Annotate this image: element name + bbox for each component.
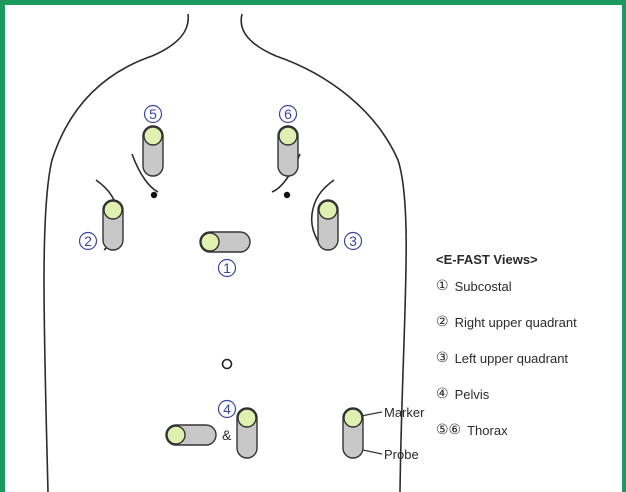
position-numbers bbox=[80, 106, 362, 418]
legend-label: Thorax bbox=[467, 423, 507, 438]
probe-2 bbox=[103, 200, 123, 250]
legend-title: <E-FAST Views> bbox=[436, 252, 620, 267]
efast-legend: <E-FAST Views> ① Subcostal ② Right upper… bbox=[436, 252, 620, 459]
probe-6 bbox=[278, 126, 298, 176]
legend-label: Left upper quadrant bbox=[455, 351, 568, 366]
marker-leader-line bbox=[361, 412, 382, 416]
legend-item: ① Subcostal bbox=[436, 279, 620, 315]
position-3-label: 3 bbox=[349, 233, 357, 249]
legend-item: ③ Left upper quadrant bbox=[436, 351, 620, 387]
left-nipple bbox=[151, 192, 157, 198]
right-nipple bbox=[284, 192, 290, 198]
key-leaders bbox=[361, 412, 382, 454]
probe-3 bbox=[318, 200, 338, 250]
legend-label: Pelvis bbox=[455, 387, 490, 402]
position-2-label: 2 bbox=[84, 233, 92, 249]
position-1-label: 1 bbox=[223, 260, 231, 276]
legend-number: ② bbox=[436, 315, 449, 329]
probe-leader-line bbox=[363, 450, 382, 454]
legend-item: ⑤⑥ Thorax bbox=[436, 423, 620, 459]
legend-label: Subcostal bbox=[455, 279, 512, 294]
probe-label: Probe bbox=[384, 447, 419, 462]
probe-1 bbox=[200, 232, 250, 252]
navel bbox=[223, 360, 232, 369]
ampersand-label: & bbox=[222, 427, 232, 443]
probe-4-transverse bbox=[166, 425, 216, 445]
probe-5 bbox=[143, 126, 163, 176]
legend-item: ④ Pelvis bbox=[436, 387, 620, 423]
legend-label: Right upper quadrant bbox=[455, 315, 577, 330]
neck-right-line bbox=[241, 14, 406, 492]
legend-number: ④ bbox=[436, 387, 449, 401]
position-4-label: 4 bbox=[223, 401, 231, 417]
neck-left-line bbox=[44, 14, 188, 492]
position-5-label: 5 bbox=[149, 106, 157, 122]
legend-number: ① bbox=[436, 279, 449, 293]
legend-number: ⑤⑥ bbox=[436, 423, 461, 437]
legend-item: ② Right upper quadrant bbox=[436, 315, 620, 351]
position-6-label: 6 bbox=[284, 106, 292, 122]
probe-key bbox=[343, 408, 363, 458]
marker-label: Marker bbox=[384, 405, 425, 420]
probe-4-longitudinal bbox=[237, 408, 257, 458]
legend-number: ③ bbox=[436, 351, 449, 365]
